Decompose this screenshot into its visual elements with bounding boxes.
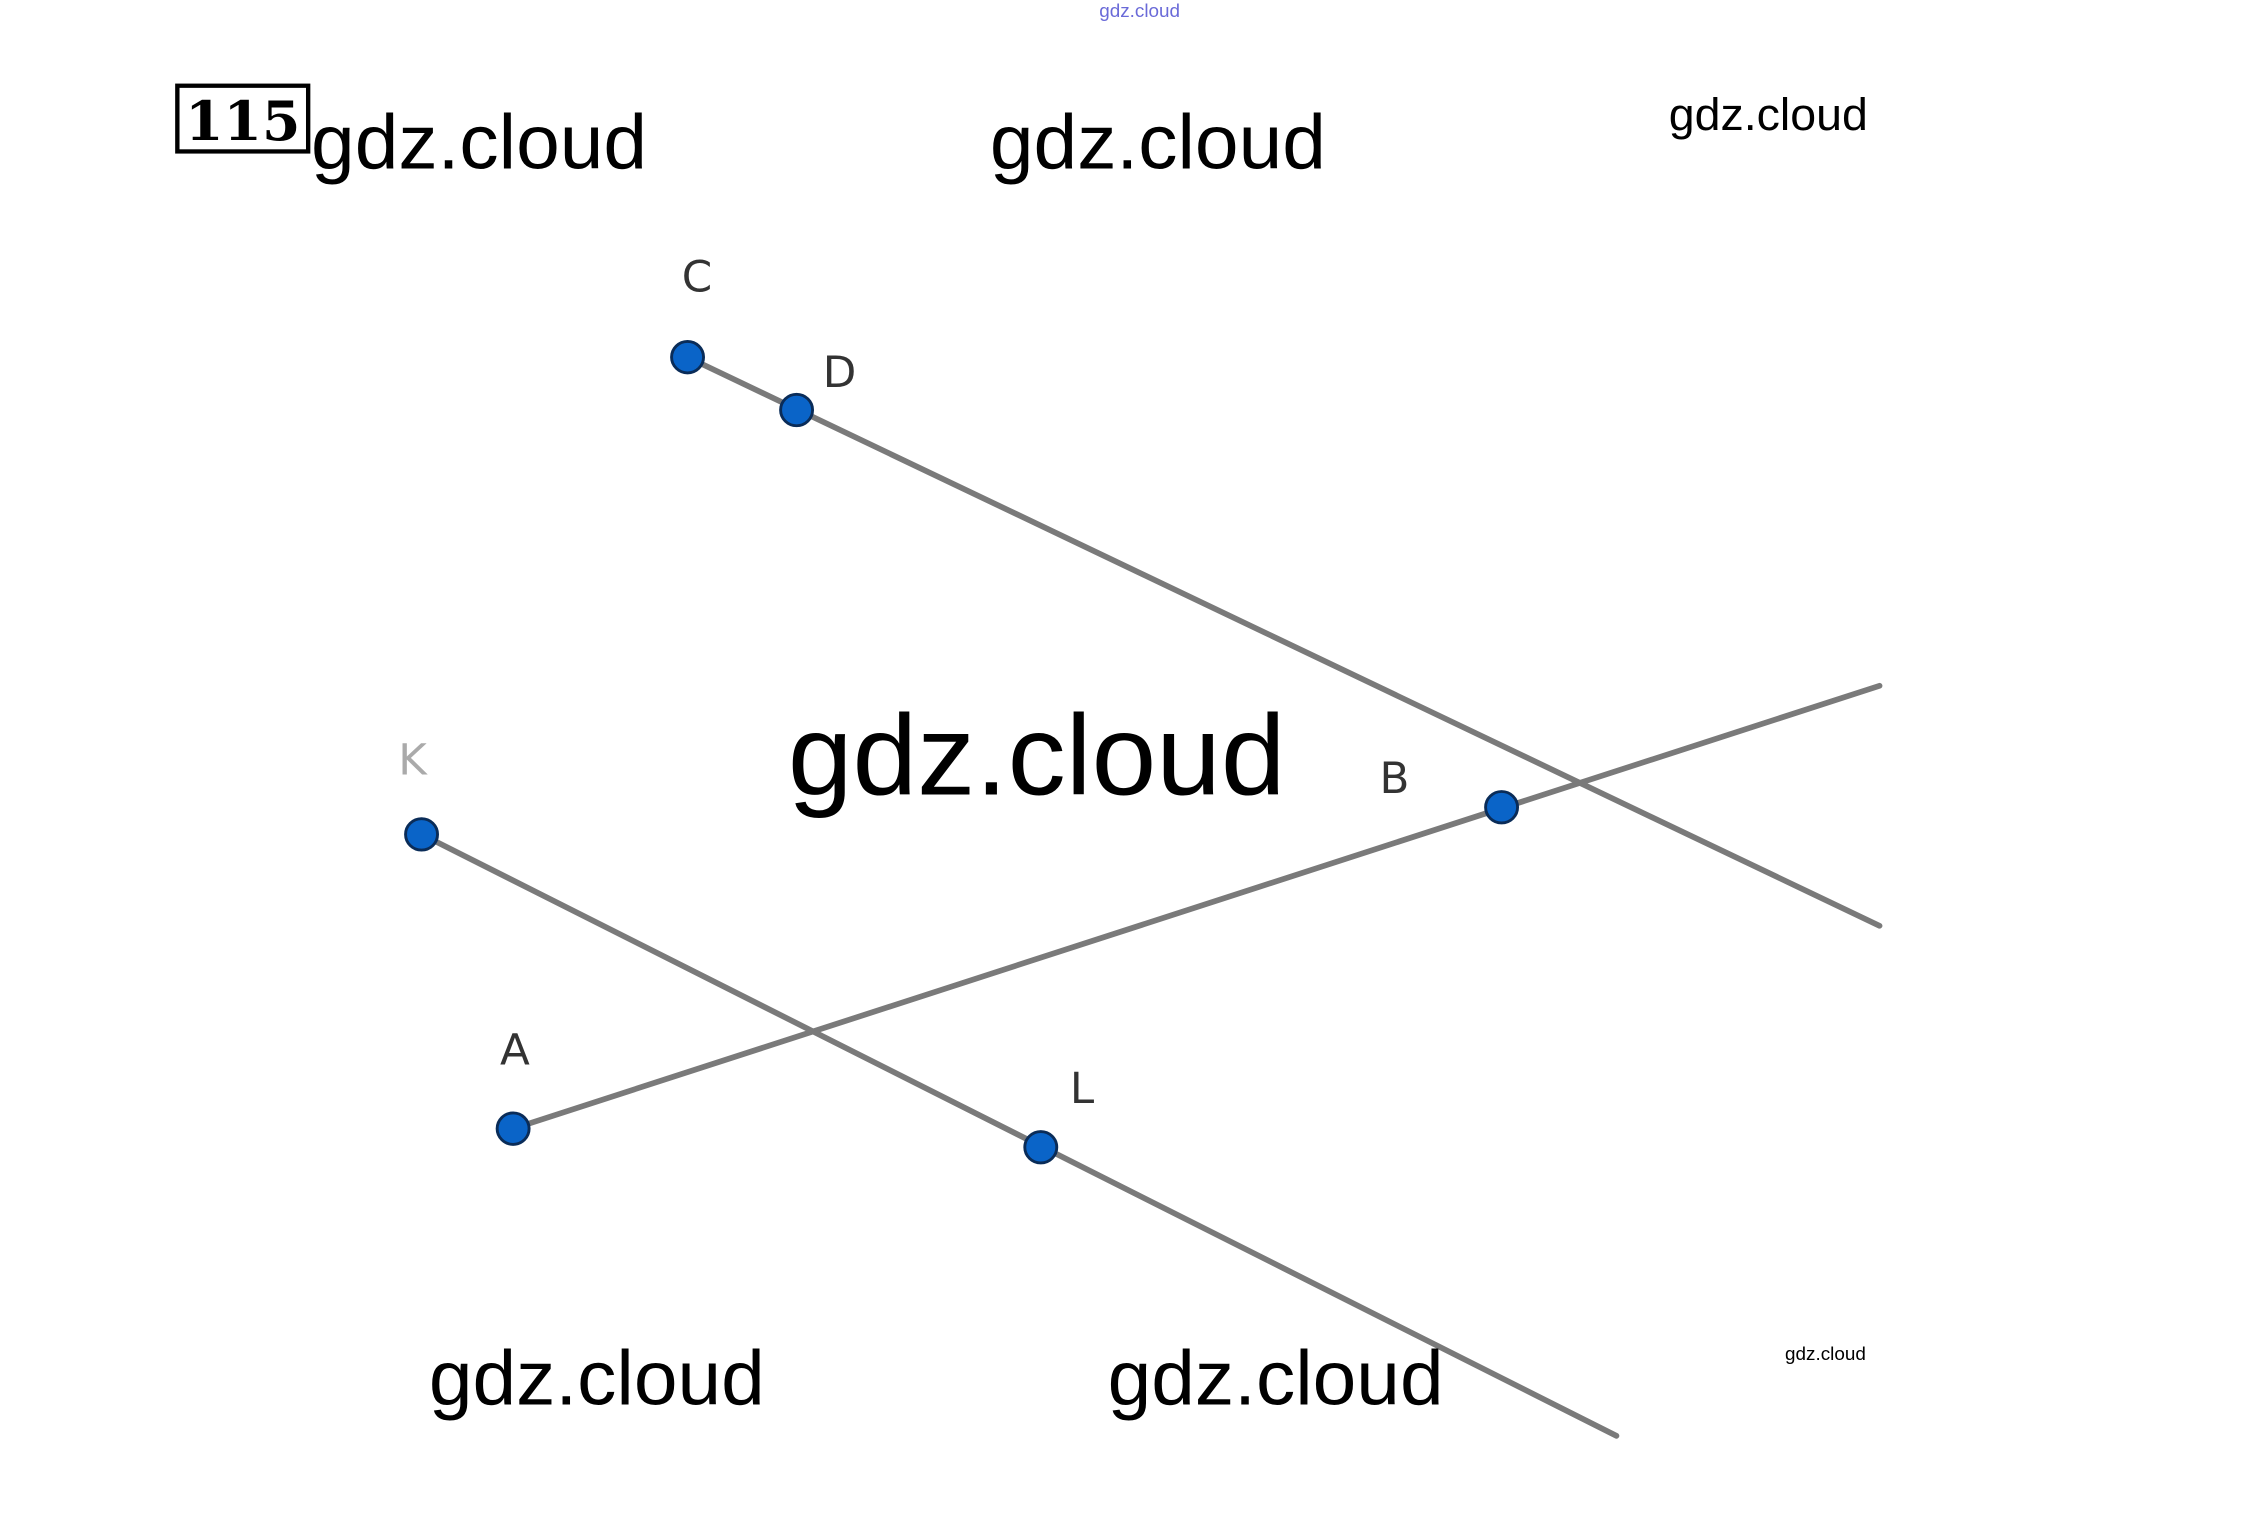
point-k	[404, 817, 439, 852]
watermark: gdz.cloud	[990, 100, 1326, 185]
label-a: A	[500, 1026, 530, 1076]
watermark-center: gdz.cloud	[788, 692, 1286, 819]
watermark-top: gdz.cloud	[1099, 0, 1180, 21]
point-c	[670, 340, 705, 375]
label-l: L	[1070, 1064, 1094, 1114]
label-k: K	[398, 736, 428, 786]
watermark: gdz.cloud	[1108, 1336, 1444, 1421]
label-c: C	[682, 253, 712, 303]
watermark: gdz.cloud	[1785, 1343, 1866, 1364]
point-l	[1023, 1130, 1059, 1165]
line-cd	[684, 354, 1883, 929]
problem-number: 115	[185, 89, 300, 152]
point-a	[495, 1111, 531, 1146]
line-kl	[418, 831, 1620, 1439]
watermark: gdz.cloud	[1669, 88, 1868, 140]
watermark: gdz.cloud	[311, 100, 647, 185]
problem-number-box	[175, 83, 311, 154]
point-b	[1484, 790, 1520, 825]
watermark: gdz.cloud	[429, 1336, 765, 1421]
label-b: B	[1379, 754, 1409, 804]
point-d	[779, 392, 815, 428]
line-ab	[510, 682, 1883, 1132]
label-d: D	[823, 349, 857, 399]
